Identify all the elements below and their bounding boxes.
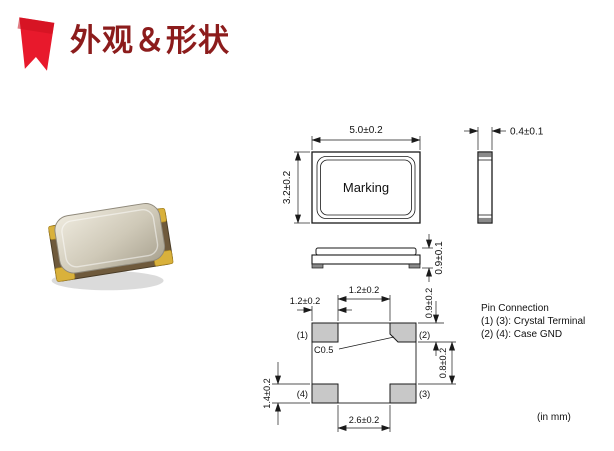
dim-top-width: 5.0±0.2 [349, 125, 383, 136]
chamfer-note: C0.5 [314, 345, 333, 355]
land-pad-4 [311, 383, 339, 404]
section-header: 外观＆形状 [12, 14, 230, 76]
end-view-thickness-dimension: 0.4±0.1 [464, 127, 544, 150]
ribbon-fold [17, 17, 55, 34]
pin-connection-note: Pin Connection (1) (3): Crystal Terminal… [481, 303, 585, 340]
pad-label-1: (1) [297, 330, 308, 340]
pad-label-3: (3) [419, 389, 430, 399]
lid-highlight [61, 209, 159, 268]
pin-connection-title: Pin Connection [481, 303, 549, 314]
dim-top-height: 3.2±0.2 [282, 170, 293, 204]
dim-row-gap: 0.8±0.2 [438, 348, 448, 379]
component-photo [48, 203, 174, 291]
land-pad-3 [389, 383, 417, 404]
land-pattern: C0.5 (1) (2) (3) (4) [297, 322, 430, 404]
land-row-gap-dimension: 0.8±0.2 [418, 341, 456, 385]
marking-label: Marking [343, 180, 389, 195]
land-pad-height-dimension: 0.9±0.2 [418, 288, 456, 356]
dim-pad-height: 0.9±0.2 [424, 288, 434, 319]
page-title: 外观＆形状 [70, 23, 230, 58]
dim-left-height: 1.4±0.2 [262, 378, 272, 409]
dim-span: 2.6±0.2 [349, 415, 380, 425]
red-ribbon-icon [17, 17, 55, 71]
pad-label-2: (2) [419, 330, 430, 340]
end-view [477, 151, 493, 224]
pin-connection-line-2: (2) (4): Case GND [481, 329, 562, 340]
dim-pad-width: 1.2±0.2 [290, 296, 321, 306]
side-view-height-dimension: 0.9±0.1 [422, 234, 445, 282]
pad-label-4: (4) [297, 389, 308, 399]
pin-connection-line-1: (1) (3): Crystal Terminal [481, 316, 585, 327]
crystal-component [48, 203, 174, 282]
top-view-width-dimension: 5.0±0.2 [311, 125, 421, 150]
land-left-height-dimension: 1.4±0.2 [262, 362, 310, 425]
unit-note: (in mm) [537, 412, 571, 423]
land-pad-2 [389, 322, 417, 343]
chamfer-leader-line [338, 336, 395, 350]
dim-side-height: 0.9±0.1 [434, 241, 445, 275]
land-pad-1 [311, 322, 339, 343]
side-view [311, 247, 421, 269]
top-view: Marking [311, 151, 421, 224]
top-view-height-dimension: 3.2±0.2 [282, 151, 310, 224]
land-span-dimension: 2.6±0.2 [337, 405, 391, 432]
dim-end-thickness: 0.4±0.1 [510, 127, 544, 138]
metal-lid [54, 203, 166, 274]
dim-center-gap: 1.2±0.2 [349, 285, 380, 295]
land-center-gap-dimension: 1.2±0.2 [337, 285, 391, 321]
